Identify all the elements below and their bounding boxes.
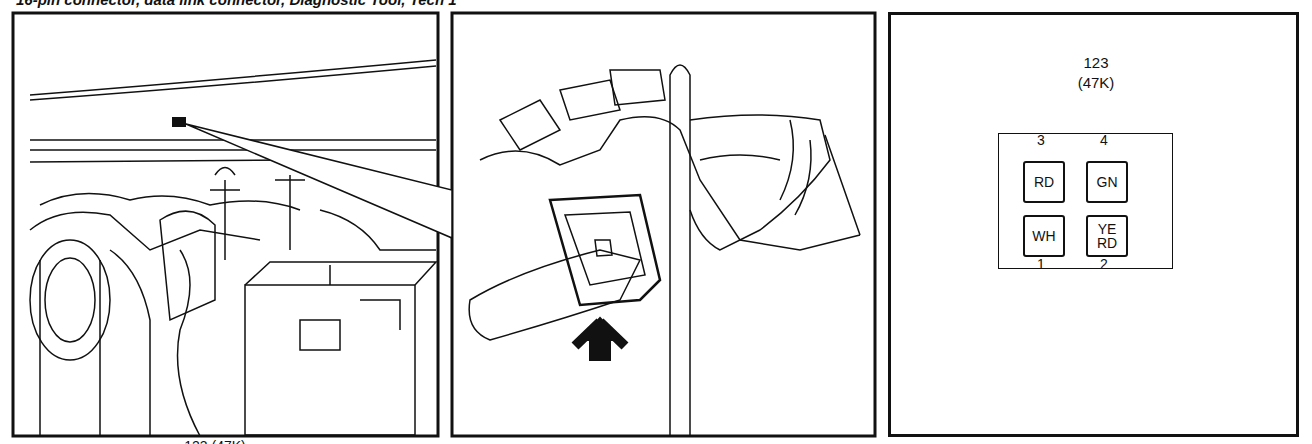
pin-number: 2 — [1100, 256, 1108, 272]
panel-frame — [452, 13, 875, 436]
wire-color: GN — [1089, 175, 1125, 189]
connector-number: 123 (47K) — [1036, 53, 1156, 94]
pin-cell: GN — [1086, 161, 1128, 203]
pin-cell: YE RD — [1086, 215, 1128, 257]
panel-frame — [13, 13, 438, 436]
zoom-lines — [186, 124, 452, 238]
wire-color: WH — [1026, 229, 1062, 243]
connector-view-panel: 123 (47K) RD GN WH YE RD — [888, 12, 1299, 437]
pin-number: 4 — [1100, 132, 1108, 148]
engine-bay — [30, 60, 436, 436]
wire-color: YE RD — [1089, 222, 1125, 250]
pin-number: 3 — [1037, 132, 1045, 148]
connector-in-hand — [469, 65, 860, 436]
push-arrow — [575, 322, 625, 346]
pin-cell: RD — [1023, 161, 1065, 203]
figure-caption: 123 (47K) — [184, 438, 245, 444]
location-marker — [172, 117, 186, 127]
pin-cell: WH — [1023, 215, 1065, 257]
figure-title: 16-pin connector, data link connector, D… — [16, 0, 457, 8]
wire-color: RD — [1026, 175, 1062, 189]
pin-number: 1 — [1037, 256, 1045, 272]
